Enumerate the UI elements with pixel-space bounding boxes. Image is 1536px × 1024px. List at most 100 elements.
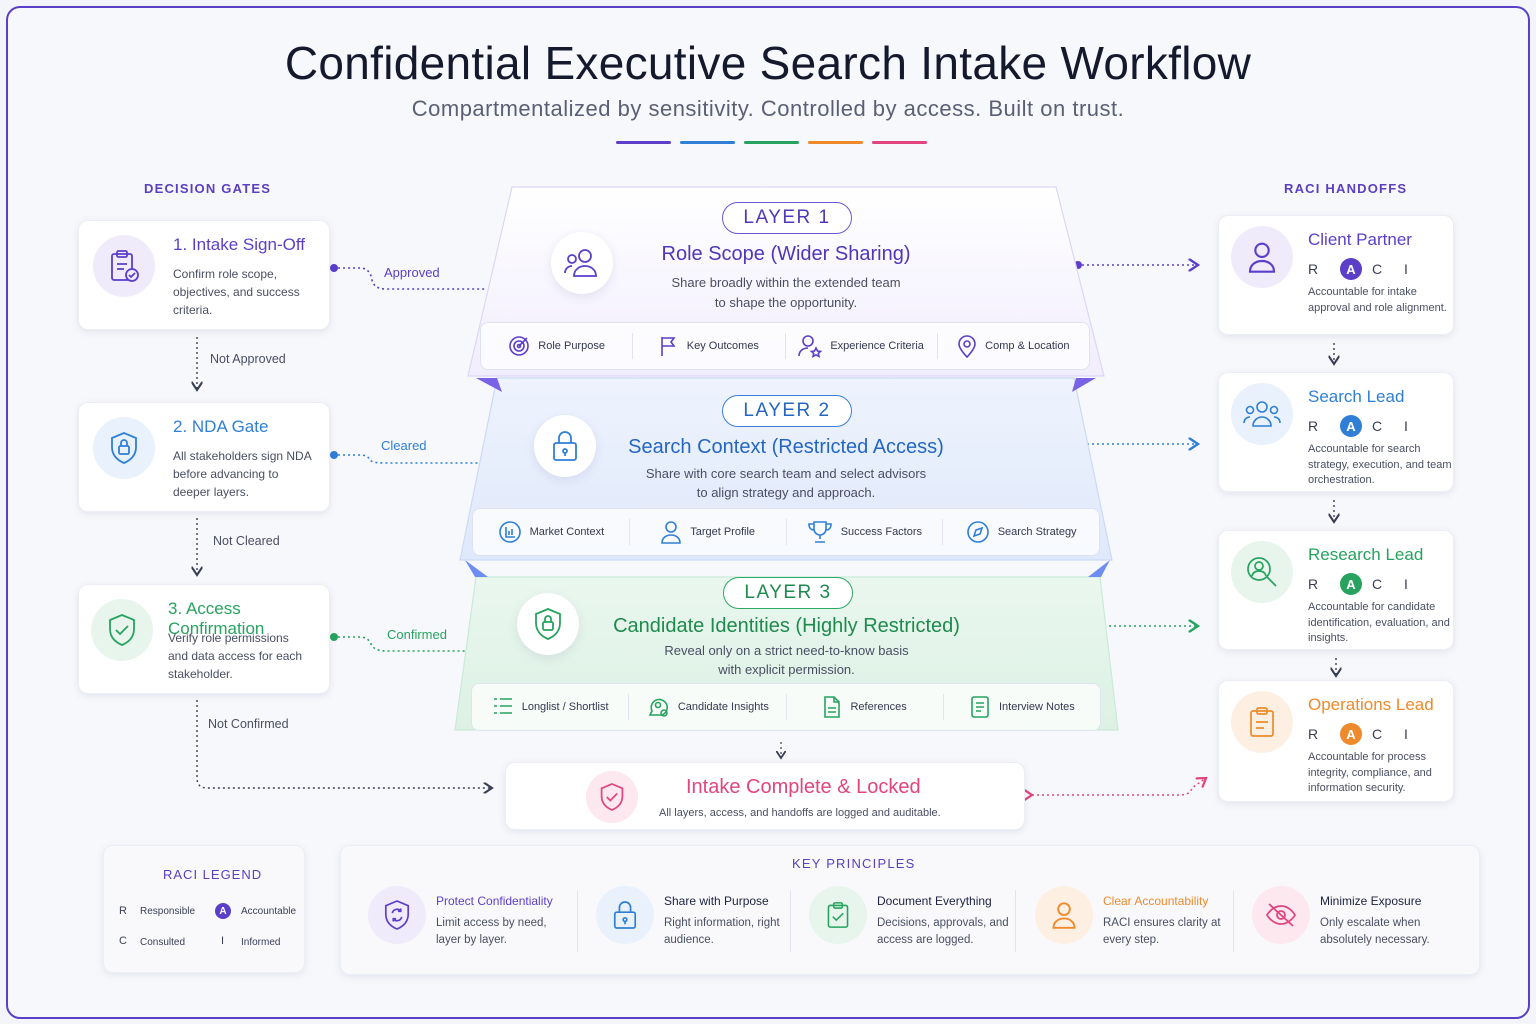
- principle-desc: Decisions, approvals, and access are log…: [877, 917, 1009, 946]
- principle-desc: RACI ensures clarity at every step.: [1103, 917, 1221, 946]
- raci-handoffs-label: RACI HANDOFFS: [1284, 181, 1408, 196]
- raci-a-badge: A: [1340, 258, 1362, 280]
- chip-label: Search Strategy: [997, 526, 1077, 538]
- legend-r-letter: R: [119, 905, 127, 917]
- gate-card-intake-signoff[interactable]: 1. Intake Sign-Off Confirm role scope, o…: [78, 220, 330, 330]
- chip-success-factors[interactable]: Success Factors: [787, 519, 944, 545]
- layer-1-badge: LAYER 1: [722, 202, 852, 234]
- shield-check-icon: [91, 599, 153, 661]
- role-title: Research Lead: [1308, 545, 1424, 564]
- chip-label: References: [850, 701, 907, 713]
- clipboard-check-icon: [809, 886, 867, 944]
- clipboard-icon: [1231, 691, 1293, 753]
- map-pin-icon: [958, 335, 976, 358]
- role-title: Client Partner: [1308, 230, 1412, 249]
- layer-3-desc-line2: with explicit permission.: [718, 662, 855, 677]
- layer-2-chip-row: Market Context Target Profile Success Fa…: [472, 508, 1100, 556]
- chip-key-outcomes[interactable]: Key Outcomes: [633, 333, 786, 359]
- principle-desc: Limit access by need, layer by layer.: [436, 917, 547, 946]
- chip-candidate-insights[interactable]: Candidate Insights: [629, 694, 787, 720]
- chip-references[interactable]: References: [787, 694, 944, 720]
- legend-c-text: Consulted: [140, 937, 186, 948]
- eye-off-icon: [1252, 886, 1310, 944]
- principle-desc: Right information, right audience.: [664, 917, 780, 946]
- user-insight-icon: [648, 698, 668, 717]
- not-confirmed-label: Not Confirmed: [208, 717, 289, 731]
- legend-i-text: Informed: [241, 937, 281, 948]
- raci-r: R: [1308, 418, 1319, 434]
- layer-1-title: Role Scope (Wider Sharing): [661, 243, 911, 265]
- chip-interview-notes[interactable]: Interview Notes: [944, 694, 1100, 720]
- not-cleared-label: Not Cleared: [213, 534, 280, 548]
- search-user-icon: [1231, 541, 1293, 603]
- page-subtitle: Compartmentalized by sensitivity. Contro…: [411, 96, 1125, 121]
- flag-icon: [660, 337, 676, 356]
- role-desc: Accountable for process integrity, compl…: [1308, 751, 1432, 794]
- document-icon: [824, 696, 841, 718]
- team-icon: [1231, 383, 1293, 445]
- list-icon: [493, 698, 512, 714]
- layer-3-chip-row: Longlist / Shortlist Candidate Insights …: [471, 683, 1101, 731]
- raci-row: R A C I: [1308, 573, 1436, 595]
- chip-longlist-shortlist[interactable]: Longlist / Shortlist: [472, 694, 630, 720]
- user-icon: [661, 521, 682, 544]
- raci-card-search-lead[interactable]: Search Lead R A C I Accountable for sear…: [1218, 372, 1454, 492]
- gate-card-nda[interactable]: 2. NDA Gate All stakeholders sign NDA be…: [78, 402, 330, 512]
- role-desc: Accountable for search strategy, executi…: [1308, 443, 1452, 486]
- principle-title: Clear Accountability: [1103, 894, 1209, 908]
- legend-c-letter: C: [119, 935, 127, 947]
- accent-bar-pink: [872, 141, 927, 144]
- divider: [790, 890, 791, 952]
- divider: [577, 890, 578, 952]
- chip-experience-criteria[interactable]: Experience Criteria: [786, 333, 938, 359]
- legend-a-badge: A: [215, 903, 231, 919]
- padlock-icon: [534, 415, 596, 477]
- legend-r-text: Responsible: [140, 906, 196, 917]
- layer-3-candidate-identities[interactable]: LAYER 3 Candidate Identities (Highly Res…: [455, 577, 1118, 732]
- principle-protect-confidentiality: Protect Confidentiality Limit access by …: [368, 884, 573, 960]
- layer-2-search-context[interactable]: LAYER 2 Search Context (Restricted Acces…: [460, 380, 1112, 560]
- raci-card-research-lead[interactable]: Research Lead R A C I Accountable for ca…: [1218, 530, 1454, 650]
- chip-role-purpose[interactable]: Role Purpose: [481, 333, 634, 359]
- chip-search-strategy[interactable]: Search Strategy: [943, 519, 1099, 545]
- compass-icon: [966, 521, 989, 543]
- gate-desc: Confirm role scope, objectives, and succ…: [173, 267, 300, 317]
- raci-i: I: [1404, 726, 1408, 742]
- principle-title: Share with Purpose: [664, 894, 769, 908]
- role-title: Search Lead: [1308, 387, 1405, 406]
- raci-c: C: [1372, 726, 1383, 742]
- decision-gates-label: DECISION GATES: [144, 181, 272, 196]
- chip-label: Role Purpose: [538, 340, 605, 352]
- intake-complete-card[interactable]: Intake Complete & Locked All layers, acc…: [505, 762, 1025, 830]
- chip-label: Longlist / Shortlist: [521, 701, 609, 713]
- raci-card-client-partner[interactable]: Client Partner R A C I Accountable for i…: [1218, 215, 1454, 335]
- gate-card-access-confirmation[interactable]: 3. Access Confirmation Verify role permi…: [78, 584, 330, 694]
- raci-a-badge: A: [1340, 723, 1362, 745]
- user-star-icon: [798, 335, 823, 358]
- raci-i: I: [1404, 261, 1408, 277]
- principle-clear-accountability: Clear Accountability RACI ensures clarit…: [1035, 884, 1230, 960]
- raci-i: I: [1404, 576, 1408, 592]
- gate-desc: All stakeholders sign NDA before advanci…: [173, 449, 312, 499]
- chip-label: Target Profile: [690, 526, 756, 538]
- shield-lock-icon: [517, 593, 579, 655]
- layer-3-title: Candidate Identities (Highly Restricted): [613, 615, 960, 637]
- layer-1-chip-row: Role Purpose Key Outcomes Experience Cri…: [480, 322, 1090, 370]
- intake-complete-title: Intake Complete & Locked: [686, 776, 921, 798]
- raci-i: I: [1404, 418, 1408, 434]
- legend-i-letter: I: [221, 935, 225, 947]
- shield-lock-icon: [93, 417, 155, 479]
- gate-title: 2. NDA Gate: [173, 417, 269, 436]
- layer-1-role-scope[interactable]: LAYER 1 Role Scope (Wider Sharing) Share…: [468, 187, 1104, 377]
- chip-market-context[interactable]: Market Context: [473, 519, 630, 545]
- users-icon: [551, 232, 613, 294]
- raci-card-operations-lead[interactable]: Operations Lead R A C I Accountable for …: [1218, 680, 1454, 802]
- raci-r: R: [1308, 576, 1319, 592]
- chip-target-profile[interactable]: Target Profile: [630, 519, 787, 545]
- chip-comp-location[interactable]: Comp & Location: [938, 333, 1089, 359]
- chip-label: Interview Notes: [998, 701, 1075, 713]
- layer-2-badge: LAYER 2: [722, 395, 852, 427]
- raci-row: R A C I: [1308, 723, 1436, 745]
- role-desc: Accountable for candidate identification…: [1308, 601, 1450, 644]
- layer-1-desc-line1: Share broadly within the extended team: [671, 275, 901, 290]
